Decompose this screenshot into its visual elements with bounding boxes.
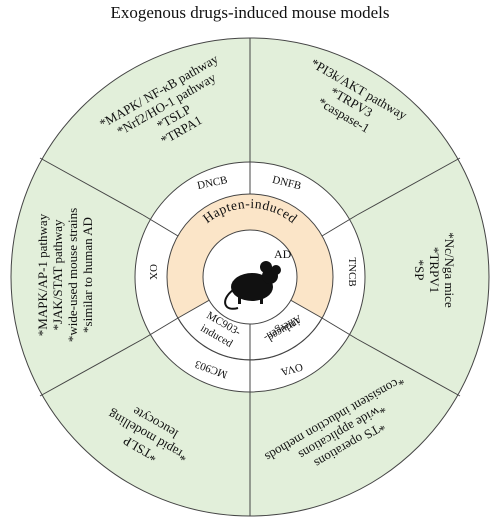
middle-dividers	[142, 162, 358, 392]
features-tncb: *Nc/Nga mice *TRPV1 *SP	[412, 232, 457, 308]
features-ox: *MAPK/AP-1 pathway *JAK/STAT pathway *wi…	[35, 208, 95, 342]
drug-ox: OX	[147, 264, 159, 280]
svg-text:*JAK/STAT pathway: *JAK/STAT pathway	[50, 219, 65, 331]
drug-ova: OVA	[279, 360, 304, 377]
svg-text:*wide-used mouse strains: *wide-used mouse strains	[65, 208, 80, 342]
svg-text:*similar to human AD: *similar to human AD	[80, 217, 95, 333]
mouse-icon	[224, 261, 281, 310]
svg-text:*TRPV1: *TRPV1	[427, 247, 442, 293]
ad-label: AD	[274, 247, 292, 261]
outer-dividers	[39, 38, 461, 516]
svg-text:*Nc/Nga mice: *Nc/Nga mice	[442, 232, 457, 308]
drug-tncb: TNCB	[346, 257, 358, 286]
svg-text:*MAPK/AP-1 pathway: *MAPK/AP-1 pathway	[35, 213, 50, 336]
svg-text:*SP: *SP	[412, 260, 427, 281]
diagram-title: Exogenous drugs-induced mouse models	[110, 3, 390, 22]
